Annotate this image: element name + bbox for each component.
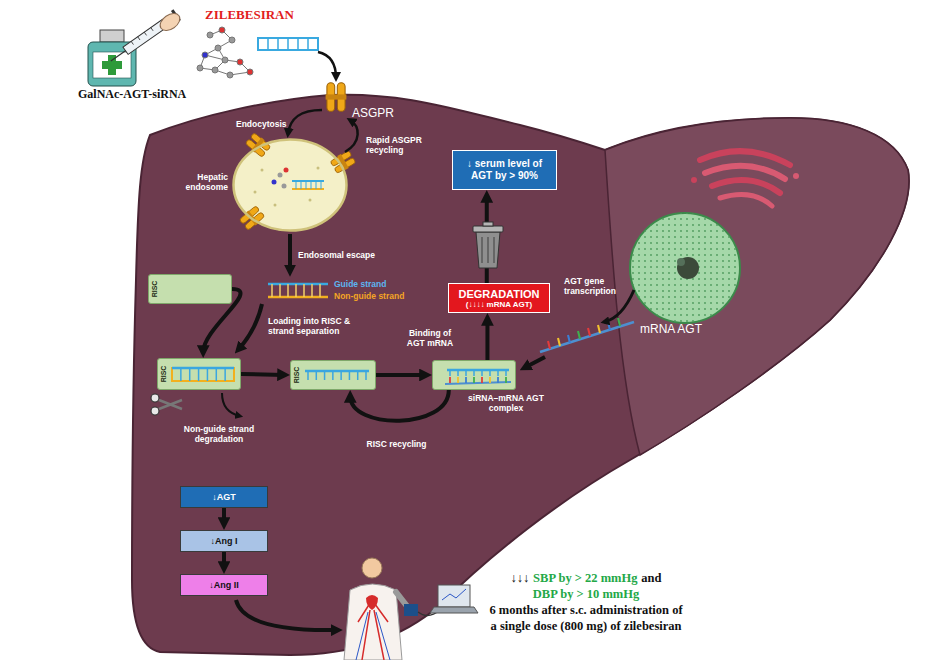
outcome-value: SBP by > 22 mmHg xyxy=(533,571,637,585)
box-subtitle: (↓↓↓↓ mRNA AGT) xyxy=(466,300,533,309)
sirna-icon xyxy=(258,38,318,50)
outcome-block: ↓↓↓SBP by > 22 mmHg andDBP by > 10 mmHg 6 … xyxy=(486,570,686,634)
liver xyxy=(132,95,909,655)
cascade-box: ↓AGT xyxy=(180,486,268,508)
flow-arrow xyxy=(222,552,226,568)
endosome-circle: Hepatic endosome xyxy=(232,138,348,232)
outcome-text: ↓↓↓ xyxy=(511,571,530,585)
flow-arrow xyxy=(222,508,226,524)
outcome-text: and xyxy=(641,571,661,585)
drug-name: ZILEBESIRAN xyxy=(205,7,294,23)
step-label: Endocytosis xyxy=(236,119,287,129)
cascade-box: ↓Ang II xyxy=(180,574,268,596)
molecule-label: mRNA AGT xyxy=(640,322,702,336)
flow-arrow xyxy=(350,390,449,421)
strand-drawing xyxy=(170,359,238,391)
glycan-molecule xyxy=(197,27,253,78)
laptop xyxy=(430,585,478,613)
cascade-text: ↓Ang II xyxy=(209,580,239,590)
vial-and-syringe xyxy=(88,9,183,86)
flow-arrows xyxy=(222,52,634,630)
arrow-label: RISC recycling xyxy=(357,439,437,449)
arrow-label: Binding of AGT mRNA xyxy=(400,328,460,348)
strand-drawing xyxy=(445,361,513,391)
scissors xyxy=(151,394,182,415)
box-title: DEGRADATION xyxy=(458,288,539,300)
cascade-text: ↓AGT xyxy=(212,492,236,502)
risc-box: RISC xyxy=(157,358,241,390)
receptor-label: ASGPR xyxy=(352,106,394,120)
flow-arrow xyxy=(485,319,489,360)
strand-label: Guide strand xyxy=(334,279,386,289)
outcome-text: 6 months after s.c. administration of a … xyxy=(489,603,682,633)
step-label: AGT gene transcription xyxy=(564,276,624,296)
risc-box: RISC xyxy=(148,274,232,304)
guide-strand-drawing xyxy=(268,284,328,297)
outcome-value: DBP by > 10 mmHg xyxy=(533,587,639,601)
risc-label: RISC xyxy=(160,366,167,383)
complex-box: siRNA–mRNA AGT complex xyxy=(432,360,516,390)
strand-label: Non-guide strand xyxy=(334,291,404,301)
trash-can xyxy=(473,222,503,268)
step-label: Endosomal escape xyxy=(298,250,375,260)
cascade-text: ↓Ang I xyxy=(211,536,238,546)
patient-figure xyxy=(344,558,440,660)
endosome-outline xyxy=(232,138,348,232)
step-label: Rapid ASGPR recycling xyxy=(366,135,432,155)
drug-label: GalNAc-AGT-siRNA xyxy=(78,87,186,102)
strand-drawing xyxy=(303,361,373,391)
step-label: Non-guide strand degradation xyxy=(176,424,262,444)
risc-box: RISC xyxy=(290,360,376,390)
flow-arrow xyxy=(241,372,284,377)
degradation-box: DEGRADATION(↓↓↓↓ mRNA AGT) xyxy=(448,283,550,313)
endosome-fill xyxy=(233,139,347,231)
result-box: ↓ serum level of AGT by > 90% xyxy=(452,150,557,190)
nucleus xyxy=(630,213,740,323)
flow-arrow xyxy=(376,373,426,377)
risc-label: RISC xyxy=(151,281,158,298)
step-label: Loading into RISC & strand separation xyxy=(268,316,368,336)
risc-label: RISC xyxy=(293,367,300,384)
golgi xyxy=(691,151,799,206)
result-text: ↓ serum level of AGT by > 90% xyxy=(459,158,550,182)
liver-right-lobe xyxy=(605,118,909,455)
cascade-box: ↓Ang I xyxy=(180,530,268,552)
endosome-label: Hepatic endosome xyxy=(172,172,228,192)
mrna-strand xyxy=(540,318,634,352)
complex-label: siRNA–mRNA AGT complex xyxy=(463,393,549,413)
